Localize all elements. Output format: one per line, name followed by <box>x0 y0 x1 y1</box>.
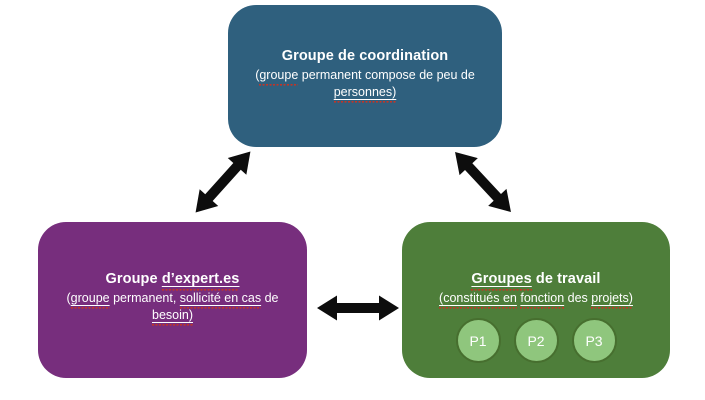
project-circle-p3: P3 <box>571 318 617 363</box>
travail-title: Groupes de travail <box>402 270 670 291</box>
project-circle-label: P2 <box>527 332 545 349</box>
project-circle-label: P3 <box>585 332 603 349</box>
project-circle-p2: P2 <box>513 318 559 363</box>
double-arrow-coordination-experts <box>195 151 251 213</box>
title-word-underlined: Groupes <box>471 271 532 291</box>
project-circles: P1 P2 P3 <box>402 318 670 363</box>
subtitle-word-underlined: (constitués en <box>439 291 517 309</box>
subtitle-word-underlined: groupe <box>70 291 110 309</box>
subtitle-text: ( <box>255 68 260 82</box>
double-arrow-coordination-travail <box>455 152 511 212</box>
subtitle-word-spellchecked: groupe <box>259 68 299 86</box>
title-text: Groupe <box>105 271 162 287</box>
experts-subtitle: (groupe permanent, sollicité en cas de be… <box>48 290 297 326</box>
project-circle-p1: P1 <box>455 318 501 363</box>
title-text: de travail <box>531 271 601 287</box>
subtitle-text: permanent, <box>109 291 180 305</box>
box-groupes-travail: Groupes de travail (constitués en foncti… <box>402 222 670 378</box>
box-groupe-experts: Groupe d’expert.es (groupe permanent, so… <box>38 222 307 378</box>
subtitle-word-underlined: fonction <box>520 291 565 309</box>
subtitle-word-underlined: besoin) <box>152 308 193 326</box>
subtitle-word-underlined: projets) <box>591 291 633 309</box>
coordination-title: Groupe de coordination <box>281 48 449 64</box>
double-arrow-experts-travail <box>317 295 399 321</box>
subtitle-text: des <box>564 291 592 305</box>
project-circle-label: P1 <box>469 332 487 349</box>
box-groupe-coordination: Groupe de coordination (groupe permanent… <box>228 5 502 147</box>
travail-subtitle: (constitués en fonction des projets) <box>412 290 660 309</box>
subtitle-text: de <box>261 291 279 305</box>
subtitle-word-underlined: personnes) <box>333 85 397 103</box>
subtitle-text: ( <box>66 291 71 305</box>
experts-title: Groupe d’expert.es <box>38 270 307 291</box>
subtitle-text: permanent compose de peu de <box>298 68 475 82</box>
subtitle-word-underlined: sollicité en cas <box>179 291 262 309</box>
title-word-underlined: d’expert.es <box>161 271 240 291</box>
coordination-subtitle: (groupe permanent compose de peu de perso… <box>238 67 492 103</box>
